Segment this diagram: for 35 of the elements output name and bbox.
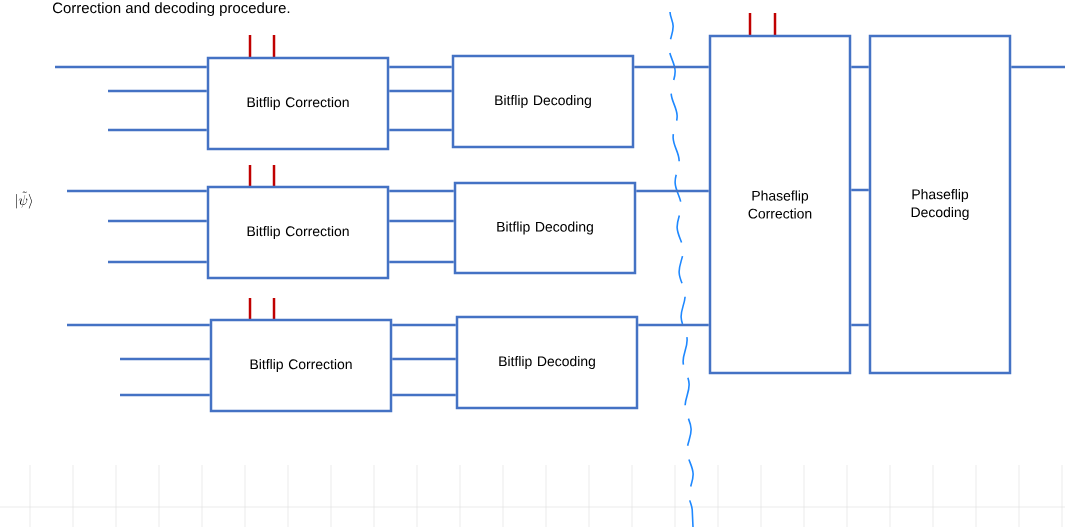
wire-line bbox=[389, 189, 454, 193]
wire-line bbox=[108, 260, 207, 264]
wire-line bbox=[851, 323, 869, 327]
wire-line bbox=[1011, 65, 1065, 69]
process-box: Bitflip Correction bbox=[206, 185, 390, 280]
heading-text: Correction and decoding procedure. bbox=[52, 2, 290, 17]
wire-line bbox=[851, 65, 869, 69]
process-box: Bitflip Decoding bbox=[451, 54, 635, 149]
process-box: Bitflip Correction bbox=[209, 318, 393, 413]
wire-line bbox=[389, 260, 454, 264]
wire-line bbox=[634, 65, 709, 69]
process-box: Bitflip Correction bbox=[206, 56, 390, 151]
wire-line bbox=[389, 65, 452, 69]
wire-line bbox=[67, 189, 207, 193]
wire-line bbox=[851, 188, 869, 192]
wire-line bbox=[55, 65, 207, 69]
wire-line bbox=[638, 323, 709, 327]
process-box: Phaseflip Decoding bbox=[868, 34, 1012, 375]
process-box: Phaseflip Correction bbox=[708, 34, 852, 375]
wire-line bbox=[108, 89, 207, 93]
state-label: $|\tilde{\psi}\rangle$ bbox=[16, 191, 32, 209]
wire-line bbox=[67, 323, 210, 327]
wire-line bbox=[120, 357, 210, 361]
wire-line bbox=[636, 189, 709, 193]
wire-line bbox=[392, 323, 456, 327]
process-box: Bitflip Decoding bbox=[455, 315, 639, 410]
wire-line bbox=[392, 393, 456, 397]
wire-line bbox=[120, 393, 210, 397]
wire-line bbox=[389, 128, 452, 132]
wire-line bbox=[389, 219, 454, 223]
wire-line bbox=[389, 89, 452, 93]
wire-line bbox=[392, 357, 456, 361]
process-box: Bitflip Decoding bbox=[453, 181, 637, 275]
wire-line bbox=[108, 128, 207, 132]
wire-line bbox=[108, 219, 207, 223]
